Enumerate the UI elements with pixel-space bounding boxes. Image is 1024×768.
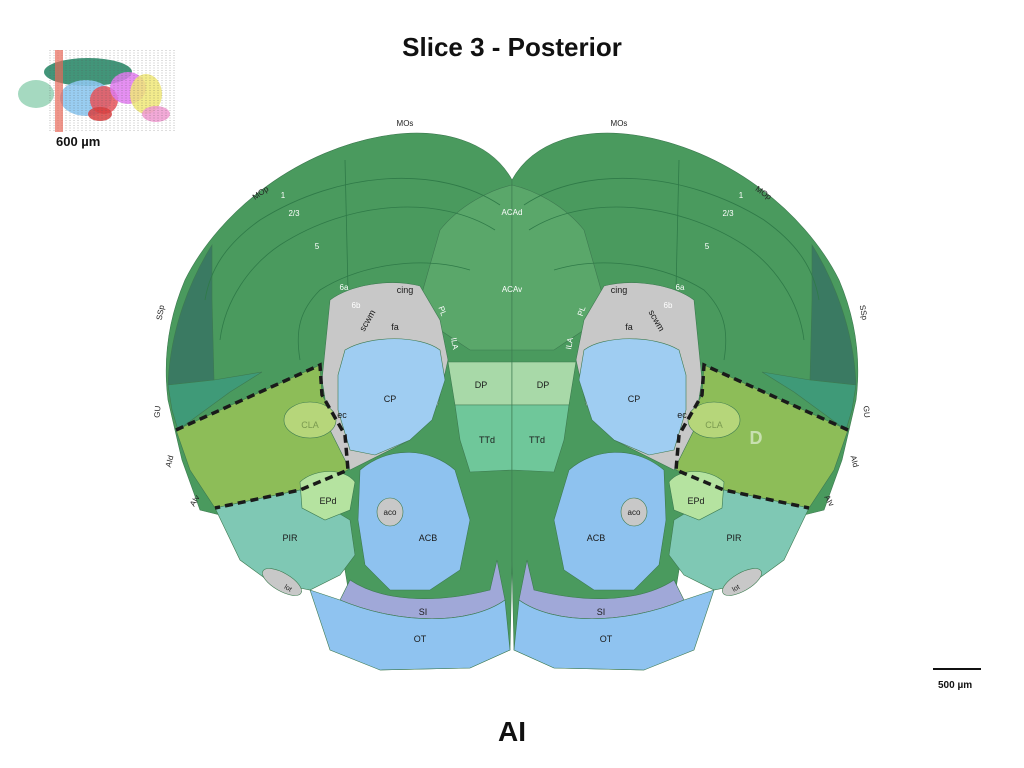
gu-region-mirror [761, 371, 857, 431]
layer-contour-1-mirror [523, 178, 820, 301]
ai-outline-left [175, 362, 350, 510]
label-ot-left: OT [414, 634, 427, 644]
cp-region [337, 338, 446, 456]
label-acad: ACAd [502, 208, 523, 217]
label-pir-right: PIR [726, 533, 742, 543]
label-layer1-left: 1 [281, 191, 286, 200]
ttd-region [454, 404, 513, 473]
layer-contour-2 [219, 206, 496, 341]
footer-label: AI [498, 716, 526, 747]
inset-olfactory-bulb [18, 80, 54, 108]
layer-contour-3 [297, 262, 471, 361]
inset-current-slice-marker [55, 50, 63, 132]
label-layer5-right: 5 [705, 242, 710, 251]
label-cing-right: cing [611, 285, 628, 295]
label-gu-right: GU [861, 405, 871, 418]
layer-contour-2-mirror [528, 206, 805, 341]
label-ot-right: OT [600, 634, 613, 644]
label-ec-right: ec [677, 410, 687, 420]
label-acb-left: ACB [419, 533, 438, 543]
scale-bar-line [933, 668, 981, 670]
inset-medulla [142, 106, 170, 122]
aco-region-mirror [620, 497, 648, 527]
lot-region-mirror [722, 568, 762, 596]
acb-region-mirror [553, 452, 667, 591]
label-mos-left: MOs [397, 119, 414, 128]
label-layer23-left: 2/3 [288, 209, 300, 218]
label-ttd-left: TTd [479, 435, 495, 445]
label-cla-left: CLA [301, 420, 319, 430]
label-layer23-right: 2/3 [722, 209, 734, 218]
label-fa-left: fa [391, 322, 399, 332]
label-dp-right: DP [537, 380, 550, 390]
label-layer5-left: 5 [315, 242, 320, 251]
label-pl-left: PL [436, 305, 448, 318]
label-layer6b-right: 6b [664, 301, 673, 310]
label-layer1-right: 1 [739, 191, 744, 200]
label-aid-right: AId [849, 454, 861, 468]
left-hemisphere [165, 132, 513, 671]
aco-region [376, 497, 404, 527]
right-hemisphere [511, 132, 859, 671]
label-lot-left: lot [283, 584, 293, 594]
label-acb-right: ACB [587, 533, 606, 543]
label-si-right: SI [597, 607, 606, 617]
label-ssp-right: SSp [858, 304, 870, 321]
ai-outline-right [674, 362, 849, 510]
label-mos-right: MOs [611, 119, 628, 128]
label-aco-right: aco [628, 508, 641, 517]
ot-region [309, 589, 511, 671]
label-acav: ACAv [502, 285, 522, 294]
label-layer6a-left: 6a [340, 283, 349, 292]
label-pir-left: PIR [282, 533, 298, 543]
label-ila-right: ILA [564, 336, 575, 350]
label-ssp-left: SSp [155, 304, 167, 321]
label-epd-left: EPd [319, 496, 336, 506]
acb-region [357, 452, 471, 591]
page-title: Slice 3 - Posterior [402, 32, 622, 62]
label-aco-left: aco [384, 508, 397, 517]
label-lot-right: lot [731, 584, 741, 594]
label-fa-right: fa [625, 322, 633, 332]
label-ttd-right: TTd [529, 435, 545, 445]
label-ec-left: ec [337, 410, 347, 420]
label-gu-left: GU [153, 405, 163, 418]
label-aid-left: AId [164, 454, 176, 468]
cp-region-mirror [578, 338, 687, 456]
label-pl-right: PL [576, 304, 588, 317]
agranular-insular-region-mirror [675, 364, 849, 509]
gu-region [167, 371, 263, 431]
label-dp-left: DP [475, 380, 488, 390]
cla-region-mirror [687, 401, 741, 439]
label-epd-right: EPd [687, 496, 704, 506]
label-layer6b-left: 6b [352, 301, 361, 310]
highlight-marker: D [750, 428, 763, 448]
inset-scale-label: 600 µm [56, 134, 101, 149]
layer-contour-1 [204, 178, 501, 301]
layer-contour-3-mirror [553, 262, 727, 361]
label-cp-left: CP [384, 394, 397, 404]
cla-region [283, 401, 337, 439]
sagittal-inset-thumbnail [18, 50, 175, 132]
medial-boundary [344, 159, 349, 291]
label-cla-right: CLA [705, 420, 723, 430]
label-ila-left: ILA [449, 337, 460, 351]
medial-boundary-mirror [675, 159, 680, 291]
ot-region-mirror [513, 589, 715, 671]
label-cing-left: cing [397, 285, 414, 295]
lot-region [262, 568, 302, 596]
label-cp-right: CP [628, 394, 641, 404]
ttd-region-mirror [511, 404, 570, 473]
scale-bar-label: 500 µm [938, 680, 973, 691]
label-si-left: SI [419, 607, 428, 617]
agranular-insular-region [175, 364, 349, 509]
label-layer6a-right: 6a [676, 283, 685, 292]
inset-hindbrain [130, 74, 162, 114]
